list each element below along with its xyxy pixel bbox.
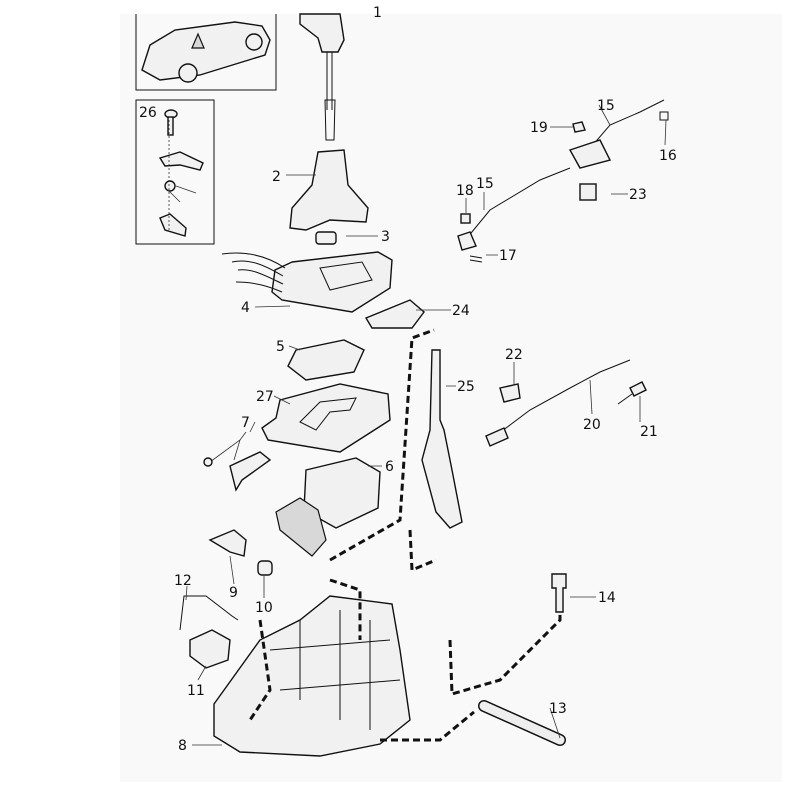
label-7: 7 [241,415,250,431]
cable-20 [489,359,631,441]
label-26: 26 [139,105,157,121]
label-20: 20 [583,417,601,433]
nut-19 [572,121,586,133]
label-6: 6 [385,459,394,475]
bush-10 [257,560,273,576]
clip-18 [460,213,471,224]
label-15b: 15 [476,176,494,192]
clip-16 [659,111,669,121]
label-10: 10 [255,600,273,616]
label-27: 27 [256,389,274,405]
clip-24 [364,299,425,329]
label-13: 13 [549,701,567,717]
bracket-7 [229,451,272,492]
label-12: 12 [174,573,192,589]
pawl-9 [208,529,247,557]
selector-panel [271,251,393,313]
guide-plate [261,383,391,453]
label-1: 1 [373,5,382,21]
vehicle-location-inset [135,14,277,91]
shift-rod [421,349,463,529]
label-21: 21 [640,424,658,440]
label-16: 16 [659,148,677,164]
part-26-inset [135,99,215,245]
label-4: 4 [241,300,250,316]
label-5: 5 [276,339,285,355]
label-18: 18 [456,183,474,199]
label-2: 2 [272,169,281,185]
label-22: 22 [505,347,523,363]
pin-21 [629,381,647,397]
label-15a: 15 [597,98,615,114]
label-11: 11 [187,683,205,699]
clip-23 [579,183,597,201]
gear-knob [299,13,345,53]
label-23: 23 [629,187,647,203]
frame-5 [287,339,365,381]
label-14: 14 [598,590,616,606]
label-19: 19 [530,120,548,136]
switch-11 [189,629,231,669]
clip-22 [499,383,521,403]
gear-boot [289,149,369,231]
label-24: 24 [452,303,470,319]
label-25: 25 [457,379,475,395]
spring-12 [179,595,239,631]
bolt-14 [551,573,567,613]
label-9: 9 [229,585,238,601]
label-8: 8 [178,738,187,754]
seal-ring [315,231,337,245]
label-3: 3 [381,229,390,245]
knob-rod [324,52,336,141]
label-17: 17 [499,248,517,264]
